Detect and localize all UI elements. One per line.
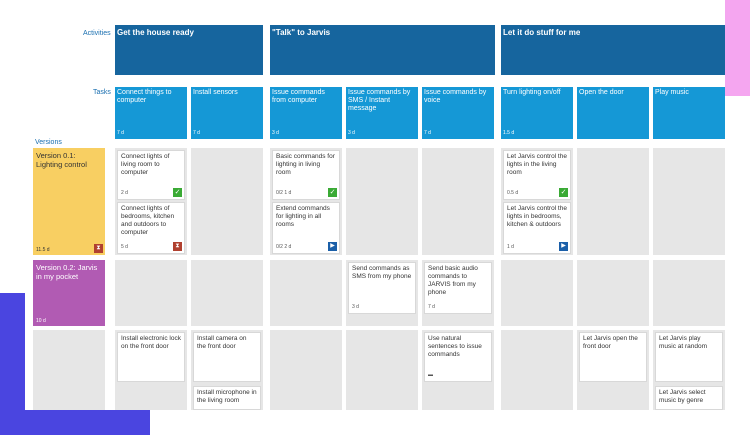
task-card[interactable]: Issue commands by voice 7 d: [422, 87, 494, 139]
card-text: Send basic audio commands to JARVIS from…: [428, 265, 478, 296]
task-label: Turn lighting on/off: [503, 89, 561, 96]
version-estimate: 11.5 d: [36, 247, 50, 253]
story-card[interactable]: Connect lights of bedrooms, kitchen and …: [117, 202, 185, 254]
card-text: Let Jarvis select music by genre: [659, 389, 706, 404]
grid-cell: [653, 260, 725, 326]
version-estimate: 10 d: [36, 318, 46, 324]
task-label: Issue commands by voice: [424, 89, 487, 104]
story-card[interactable]: Basic commands for lighting in living ro…: [272, 150, 340, 200]
check-icon: ✓: [559, 188, 568, 197]
story-card[interactable]: Send commands as SMS from my phone 3 d: [348, 262, 416, 314]
card-text: Send commands as SMS from my phone: [352, 265, 412, 280]
story-card[interactable]: Let Jarvis open the front door: [579, 332, 647, 382]
card-text: Connect lights of living room to compute…: [121, 153, 170, 176]
card-text: Let Jarvis open the front door: [583, 335, 638, 350]
story-card[interactable]: Install electronic lock on the front doo…: [117, 332, 185, 382]
grid-cell: [577, 148, 649, 255]
card-text: Install camera on the front door: [197, 335, 247, 350]
story-card[interactable]: Let Jarvis control the lights in bedroom…: [503, 202, 571, 254]
hourglass-icon: ⧗: [94, 244, 103, 253]
task-label: Install sensors: [193, 89, 238, 96]
grid-cell: [577, 260, 649, 326]
task-estimate: 3 d: [348, 130, 355, 136]
grid-cell: [501, 330, 573, 410]
card-text: Let Jarvis control the lights in bedroom…: [507, 205, 567, 228]
task-card[interactable]: Turn lighting on/off 1.5 d: [501, 87, 573, 139]
task-card[interactable]: Issue commands from computer 3 d: [270, 87, 342, 139]
version-title: Version 0.2: Jarvis in my pocket: [36, 263, 98, 281]
version-card[interactable]: Version 0.1: Lighting control 11.5 d ⧗: [33, 148, 105, 255]
card-estimate: 7 d: [428, 304, 435, 310]
grid-cell: [346, 148, 418, 255]
task-estimate: 7 d: [193, 130, 200, 136]
grid-cell: [115, 260, 187, 326]
card-estimate: 3 d: [352, 304, 359, 310]
activity-card[interactable]: Let it do stuff for me: [501, 25, 725, 75]
version-title: Version 0.1: Lighting control: [36, 151, 87, 169]
grid-cell: [422, 148, 494, 255]
task-label: Issue commands from computer: [272, 89, 325, 104]
grid-cell: [270, 330, 342, 410]
story-card[interactable]: Install camera on the front door: [193, 332, 261, 382]
comment-icon: ▬: [428, 372, 433, 378]
story-card[interactable]: Let Jarvis play music at random: [655, 332, 723, 382]
check-icon: ✓: [173, 188, 182, 197]
check-icon: ✓: [328, 188, 337, 197]
activity-card[interactable]: Get the house ready: [115, 25, 263, 75]
tasks-row-label: Tasks: [93, 89, 111, 96]
story-card[interactable]: Connect lights of living room to compute…: [117, 150, 185, 200]
task-card[interactable]: Issue commands by SMS / Instant message 3…: [346, 87, 418, 139]
story-card[interactable]: Let Jarvis select music by genre: [655, 386, 723, 410]
card-estimate: 5 d: [121, 244, 128, 250]
card-text: Install electronic lock on the front doo…: [121, 335, 181, 350]
task-card[interactable]: Play music: [653, 87, 725, 139]
task-estimate: 7 d: [424, 130, 431, 136]
play-icon: ▶: [559, 242, 568, 251]
task-estimate: 1.5 d: [503, 130, 515, 136]
card-text: Use natural sentences to issue commands: [428, 335, 482, 358]
card-estimate: 2 d: [121, 190, 128, 196]
card-text: Extend commands for lighting in all room…: [276, 205, 330, 228]
task-card[interactable]: Install sensors 7 d: [191, 87, 263, 139]
activity-card[interactable]: "Talk" to Jarvis: [270, 25, 495, 75]
versions-row-label: Versions: [35, 139, 62, 146]
card-estimate: 1 d: [507, 244, 514, 250]
card-text: Connect lights of bedrooms, kitchen and …: [121, 205, 175, 236]
card-estimate: 0.5 d: [507, 190, 519, 196]
story-card[interactable]: Install microphone in the living room: [193, 386, 261, 410]
activities-row-label: Activities: [83, 30, 111, 37]
grid-cell: [270, 260, 342, 326]
card-text: Install microphone in the living room: [197, 389, 257, 404]
card-estimate: 0/2 2 d: [276, 244, 292, 250]
card-estimate: 0/2 1 d: [276, 190, 292, 196]
card-text: Let Jarvis control the lights in the liv…: [507, 153, 567, 176]
task-estimate: 3 d: [272, 130, 279, 136]
task-estimate: 7 d: [117, 130, 124, 136]
card-text: Let Jarvis play music at random: [659, 335, 708, 350]
story-card[interactable]: Let Jarvis control the lights in the liv…: [503, 150, 571, 200]
task-label: Issue commands by SMS / Instant message: [348, 89, 411, 112]
story-card[interactable]: Send basic audio commands to JARVIS from…: [424, 262, 492, 314]
grid-cell: [191, 260, 263, 326]
grid-cell: [501, 260, 573, 326]
task-card[interactable]: Connect things to computer 7 d: [115, 87, 187, 139]
task-label: Play music: [655, 89, 689, 96]
play-icon: ▶: [328, 242, 337, 251]
task-label: Open the door: [579, 89, 624, 96]
grid-cell: [653, 148, 725, 255]
card-text: Basic commands for lighting in living ro…: [276, 153, 335, 176]
story-card[interactable]: Extend commands for lighting in all room…: [272, 202, 340, 254]
task-label: Connect things to computer: [117, 89, 172, 104]
version-card[interactable]: Version 0.2: Jarvis in my pocket 10 d: [33, 260, 105, 326]
story-card[interactable]: Use natural sentences to issue commands …: [424, 332, 492, 382]
grid-cell: [191, 148, 263, 255]
story-map-board: Activities Tasks Versions Get the house …: [25, 0, 725, 410]
hourglass-icon: ⧗: [173, 242, 182, 251]
task-card[interactable]: Open the door: [577, 87, 649, 139]
grid-cell: [346, 330, 418, 410]
version-card-unnamed[interactable]: [33, 330, 105, 410]
